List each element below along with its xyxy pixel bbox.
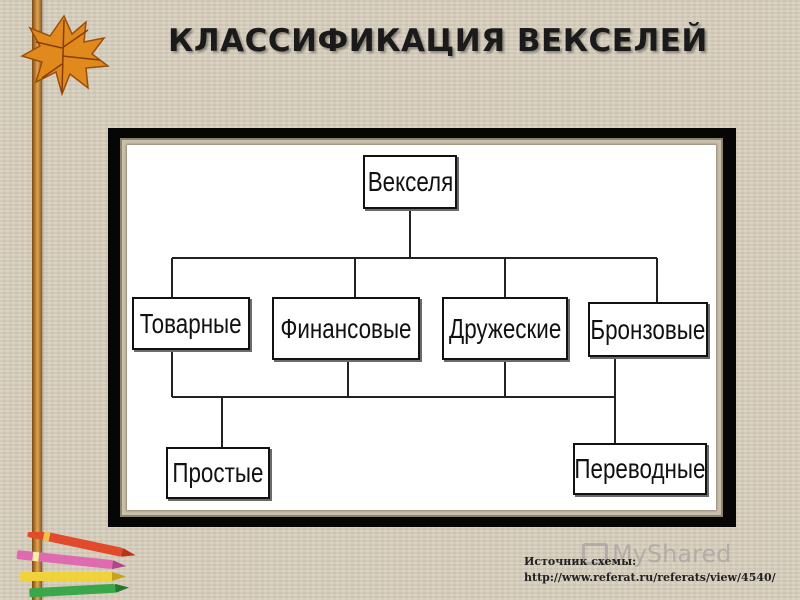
source-link[interactable]: http://www.referat.ru/referats/view/4540…	[524, 571, 776, 584]
node-veksel: Векселя	[363, 155, 457, 209]
source-label: Источник схемы:	[524, 555, 637, 568]
node-perevodnye: Переводные	[573, 443, 707, 495]
node-tovarnye: Товарные	[132, 297, 250, 350]
autumn-leaf-icon	[20, 14, 111, 97]
watermark: MyShared	[582, 538, 772, 570]
node-bronzovye: Бронзовые	[588, 302, 708, 357]
wooden-stick	[32, 0, 42, 600]
node-druzheskie: Дружеские	[442, 297, 568, 360]
source-caption: Источник схемы: http://www.referat.ru/re…	[524, 554, 794, 586]
node-prostye: Простые	[166, 447, 270, 499]
node-finansovye: Финансовые	[272, 297, 420, 360]
presentation-icon	[582, 543, 608, 565]
crayons-icon	[16, 532, 136, 598]
page-title: КЛАССИФИКАЦИЯ ВЕКСЕЛЕЙ	[168, 23, 708, 59]
